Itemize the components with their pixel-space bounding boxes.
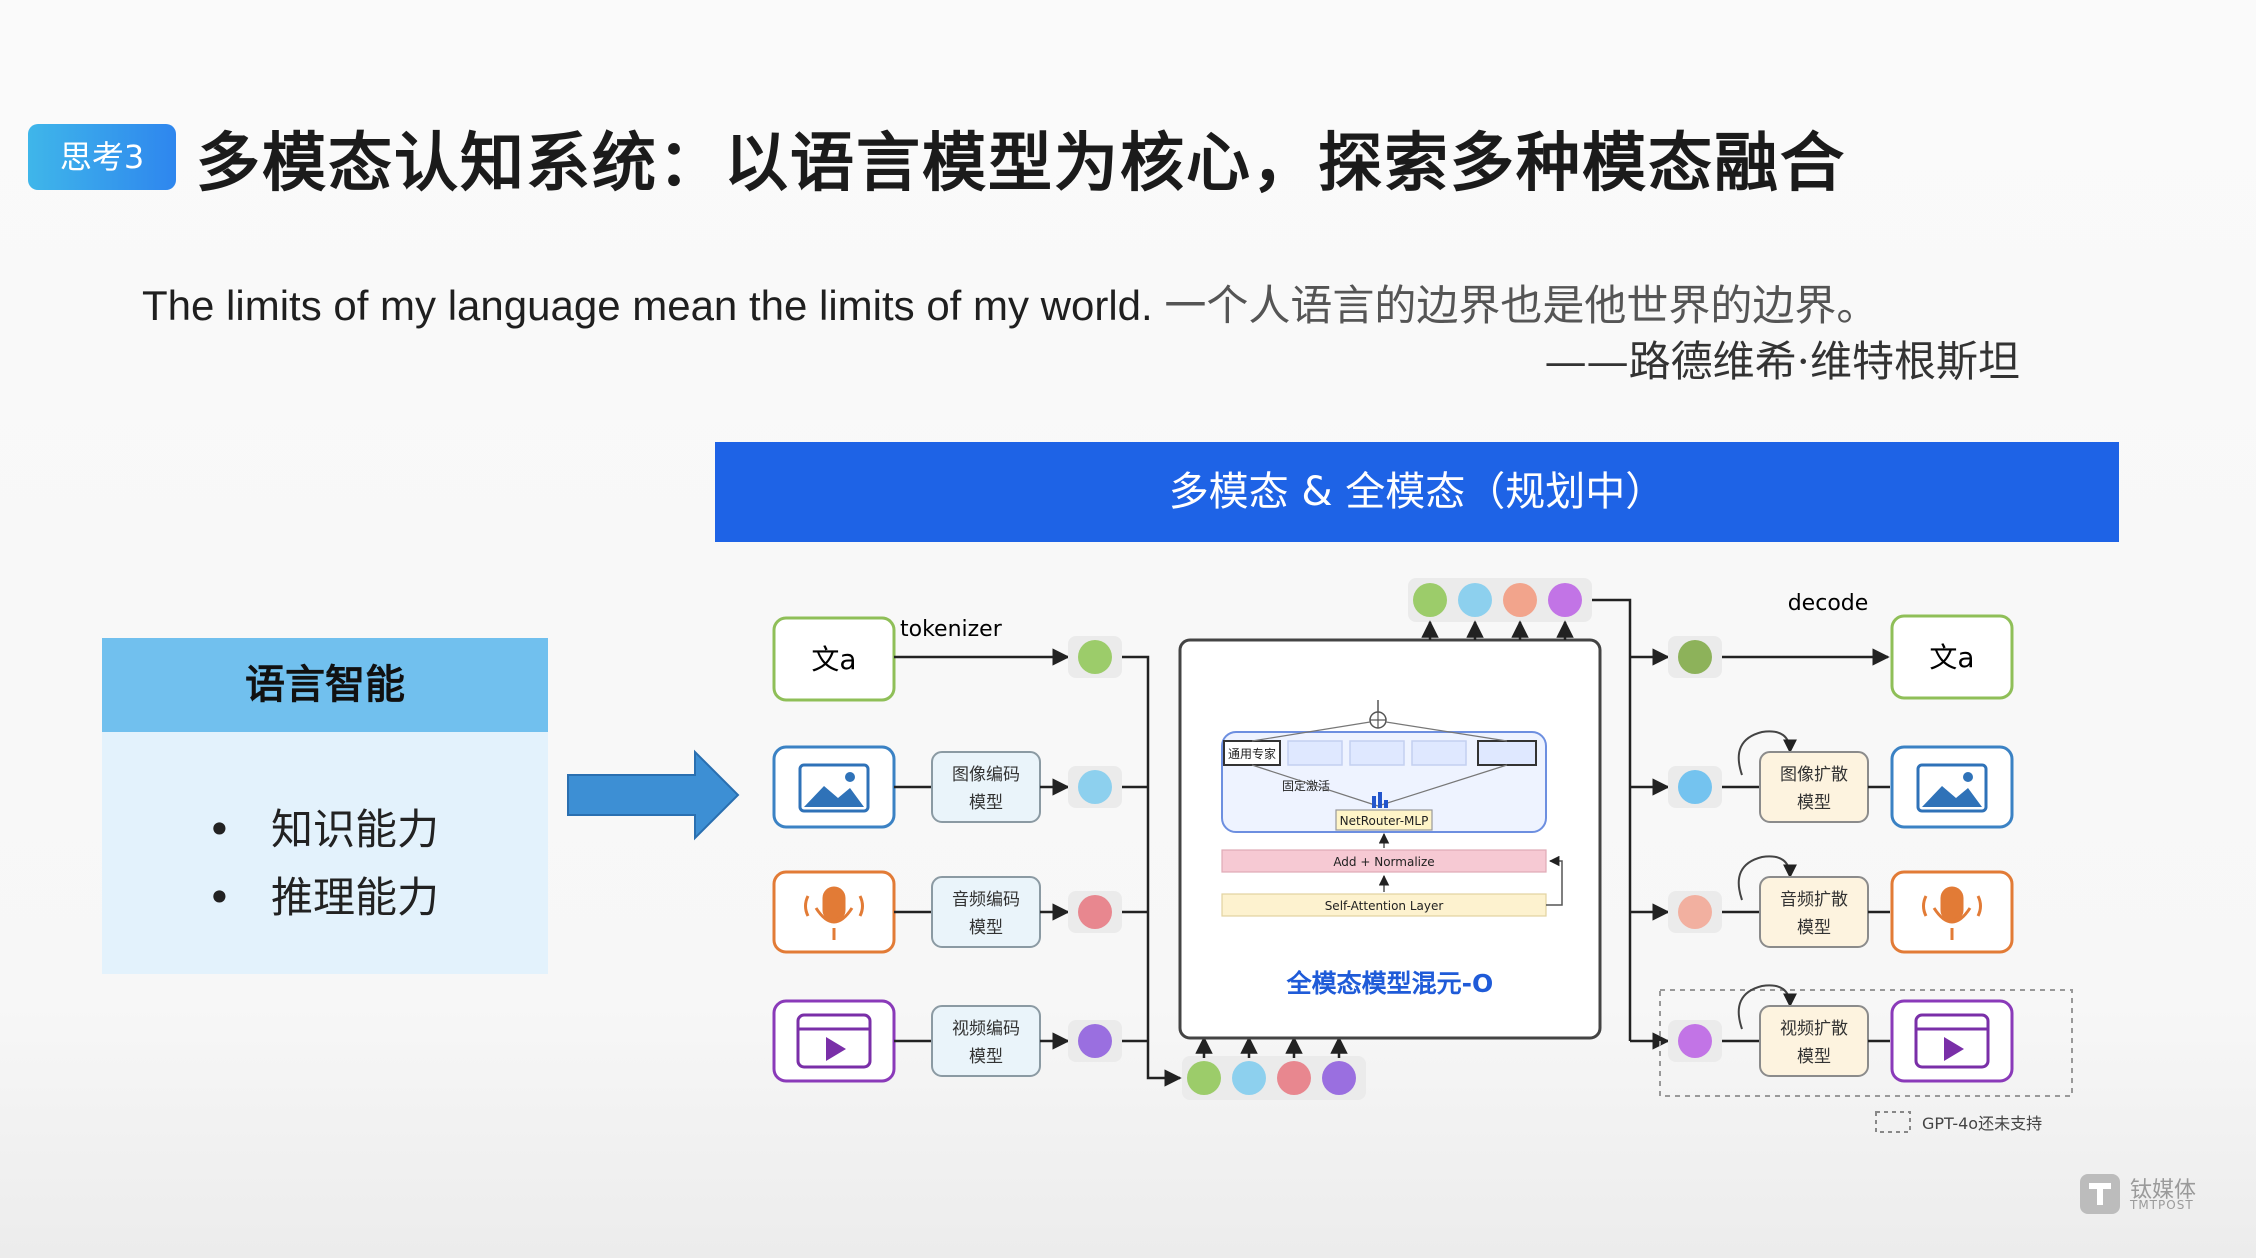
input-image-box bbox=[772, 745, 896, 829]
section-badge: 思考3 bbox=[28, 124, 176, 190]
legend-label: GPT-4o还未支持 bbox=[1922, 1114, 2042, 1133]
video-frame bbox=[772, 999, 896, 1083]
unsupported-region bbox=[1659, 989, 2073, 1097]
image-decoder: 图像扩散 模型 bbox=[1722, 730, 2014, 829]
input-tokens bbox=[1068, 636, 1122, 1062]
encoder-label: 视频编码 bbox=[952, 1019, 1020, 1039]
add-normalize-label: Add + Normalize bbox=[1333, 855, 1434, 869]
list-item: • 知识能力 bbox=[207, 796, 439, 857]
quote-attribution: ——路德维希·维特根斯坦 bbox=[1544, 337, 2020, 386]
image-token bbox=[1458, 583, 1492, 617]
list-item: • 推理能力 bbox=[207, 864, 439, 925]
audio-token bbox=[1678, 895, 1712, 929]
microphone-icon bbox=[804, 886, 864, 940]
video-token bbox=[1322, 1061, 1356, 1095]
bullet-icon: • bbox=[207, 873, 232, 922]
video-decoder: 视频扩散 模型 bbox=[1722, 984, 2014, 1083]
image-token bbox=[1678, 770, 1712, 804]
self-attention-label: Self-Attention Layer bbox=[1325, 899, 1444, 913]
audio-token bbox=[1503, 583, 1537, 617]
image-encoder-box: 图像编码 模型 bbox=[931, 751, 1041, 823]
tmtpost-logo-icon bbox=[2080, 1174, 2120, 1214]
video-token bbox=[1548, 583, 1582, 617]
text-token bbox=[1078, 640, 1112, 674]
decoder-label: 模型 bbox=[1797, 793, 1831, 813]
text-symbol: 文a bbox=[1929, 641, 1974, 674]
list-item-label: 知识能力 bbox=[271, 805, 440, 854]
decoder-label: 模型 bbox=[1797, 1047, 1831, 1067]
audio-encoder-box: 音频编码 模型 bbox=[931, 876, 1041, 948]
output-tokens bbox=[1668, 636, 1722, 1062]
top-token-row bbox=[1408, 578, 1592, 622]
fixed-activation-label: 固定激活 bbox=[1282, 778, 1330, 793]
text-token bbox=[1413, 583, 1447, 617]
bottom-token-row bbox=[1182, 1056, 1366, 1100]
encoder-label: 模型 bbox=[969, 793, 1003, 813]
video-player-icon bbox=[796, 1013, 872, 1069]
video-encoder-box: 视频编码 模型 bbox=[931, 1005, 1041, 1077]
input-video-box bbox=[772, 999, 896, 1083]
encoder-label: 音频编码 bbox=[952, 890, 1020, 910]
quote: The limits of my language mean the limit… bbox=[142, 272, 1878, 333]
bullet-icon: • bbox=[207, 805, 232, 854]
video-token bbox=[1078, 1024, 1112, 1058]
video-token bbox=[1678, 1024, 1712, 1058]
image-icon bbox=[798, 763, 870, 813]
core-model-box: 通用专家 固定激活 NetRouter-MLP Add + Normalize … bbox=[1178, 638, 1602, 1040]
image-icon bbox=[1916, 763, 1988, 813]
audio-token bbox=[1078, 895, 1112, 929]
input-audio-box bbox=[772, 870, 896, 954]
quote-english: The limits of my language mean the limit… bbox=[142, 282, 1153, 329]
router-label: NetRouter-MLP bbox=[1340, 814, 1429, 828]
list-item-label: 推理能力 bbox=[271, 873, 440, 922]
watermark-cn: 钛媒体 bbox=[2130, 1178, 2197, 1203]
image-token bbox=[1232, 1061, 1266, 1095]
audio-token bbox=[1277, 1061, 1311, 1095]
output-text-box: 文a bbox=[1890, 614, 2014, 700]
core-model-name: 全模态模型混元-O bbox=[1286, 969, 1494, 998]
encoder-label: 模型 bbox=[969, 918, 1003, 938]
microphone-icon bbox=[1922, 886, 1982, 940]
video-player-icon bbox=[1914, 1013, 1990, 1069]
text-frame bbox=[772, 616, 896, 702]
language-panel-title: 语言智能 bbox=[102, 638, 548, 732]
multimodal-banner: 多模态 & 全模态（规划中） bbox=[715, 442, 2119, 542]
text-token bbox=[1678, 640, 1712, 674]
decoder-label: 模型 bbox=[1797, 918, 1831, 938]
input-text-box: 文a bbox=[772, 616, 896, 702]
legend-dashed-swatch bbox=[1875, 1111, 1911, 1133]
decoder-label: 视频扩散 bbox=[1780, 1019, 1848, 1039]
expert-label: 通用专家 bbox=[1228, 746, 1276, 761]
quote-chinese: 一个人语言的边界也是他世界的边界。 bbox=[1164, 281, 1879, 330]
decode-label: decode bbox=[1788, 591, 1869, 616]
image-token bbox=[1078, 770, 1112, 804]
image-frame bbox=[772, 745, 896, 829]
encoder-label: 模型 bbox=[969, 1047, 1003, 1067]
text-symbol: 文a bbox=[811, 643, 856, 676]
tokenizer-label: tokenizer bbox=[900, 617, 1003, 642]
decoder-label: 图像扩散 bbox=[1780, 765, 1848, 785]
encoder-label: 图像编码 bbox=[952, 765, 1020, 785]
big-arrow-icon bbox=[567, 749, 740, 841]
decoder-label: 音频扩散 bbox=[1780, 890, 1848, 910]
text-token bbox=[1187, 1061, 1221, 1095]
audio-decoder: 音频扩散 模型 bbox=[1722, 855, 2014, 954]
page-title: 多模态认知系统：以语言模型为核心，探索多种模态融合 bbox=[196, 127, 1846, 201]
language-intelligence-panel: 语言智能 • 知识能力 • 推理能力 bbox=[102, 638, 548, 974]
watermark-en: TMTPOST bbox=[2130, 1198, 2194, 1212]
